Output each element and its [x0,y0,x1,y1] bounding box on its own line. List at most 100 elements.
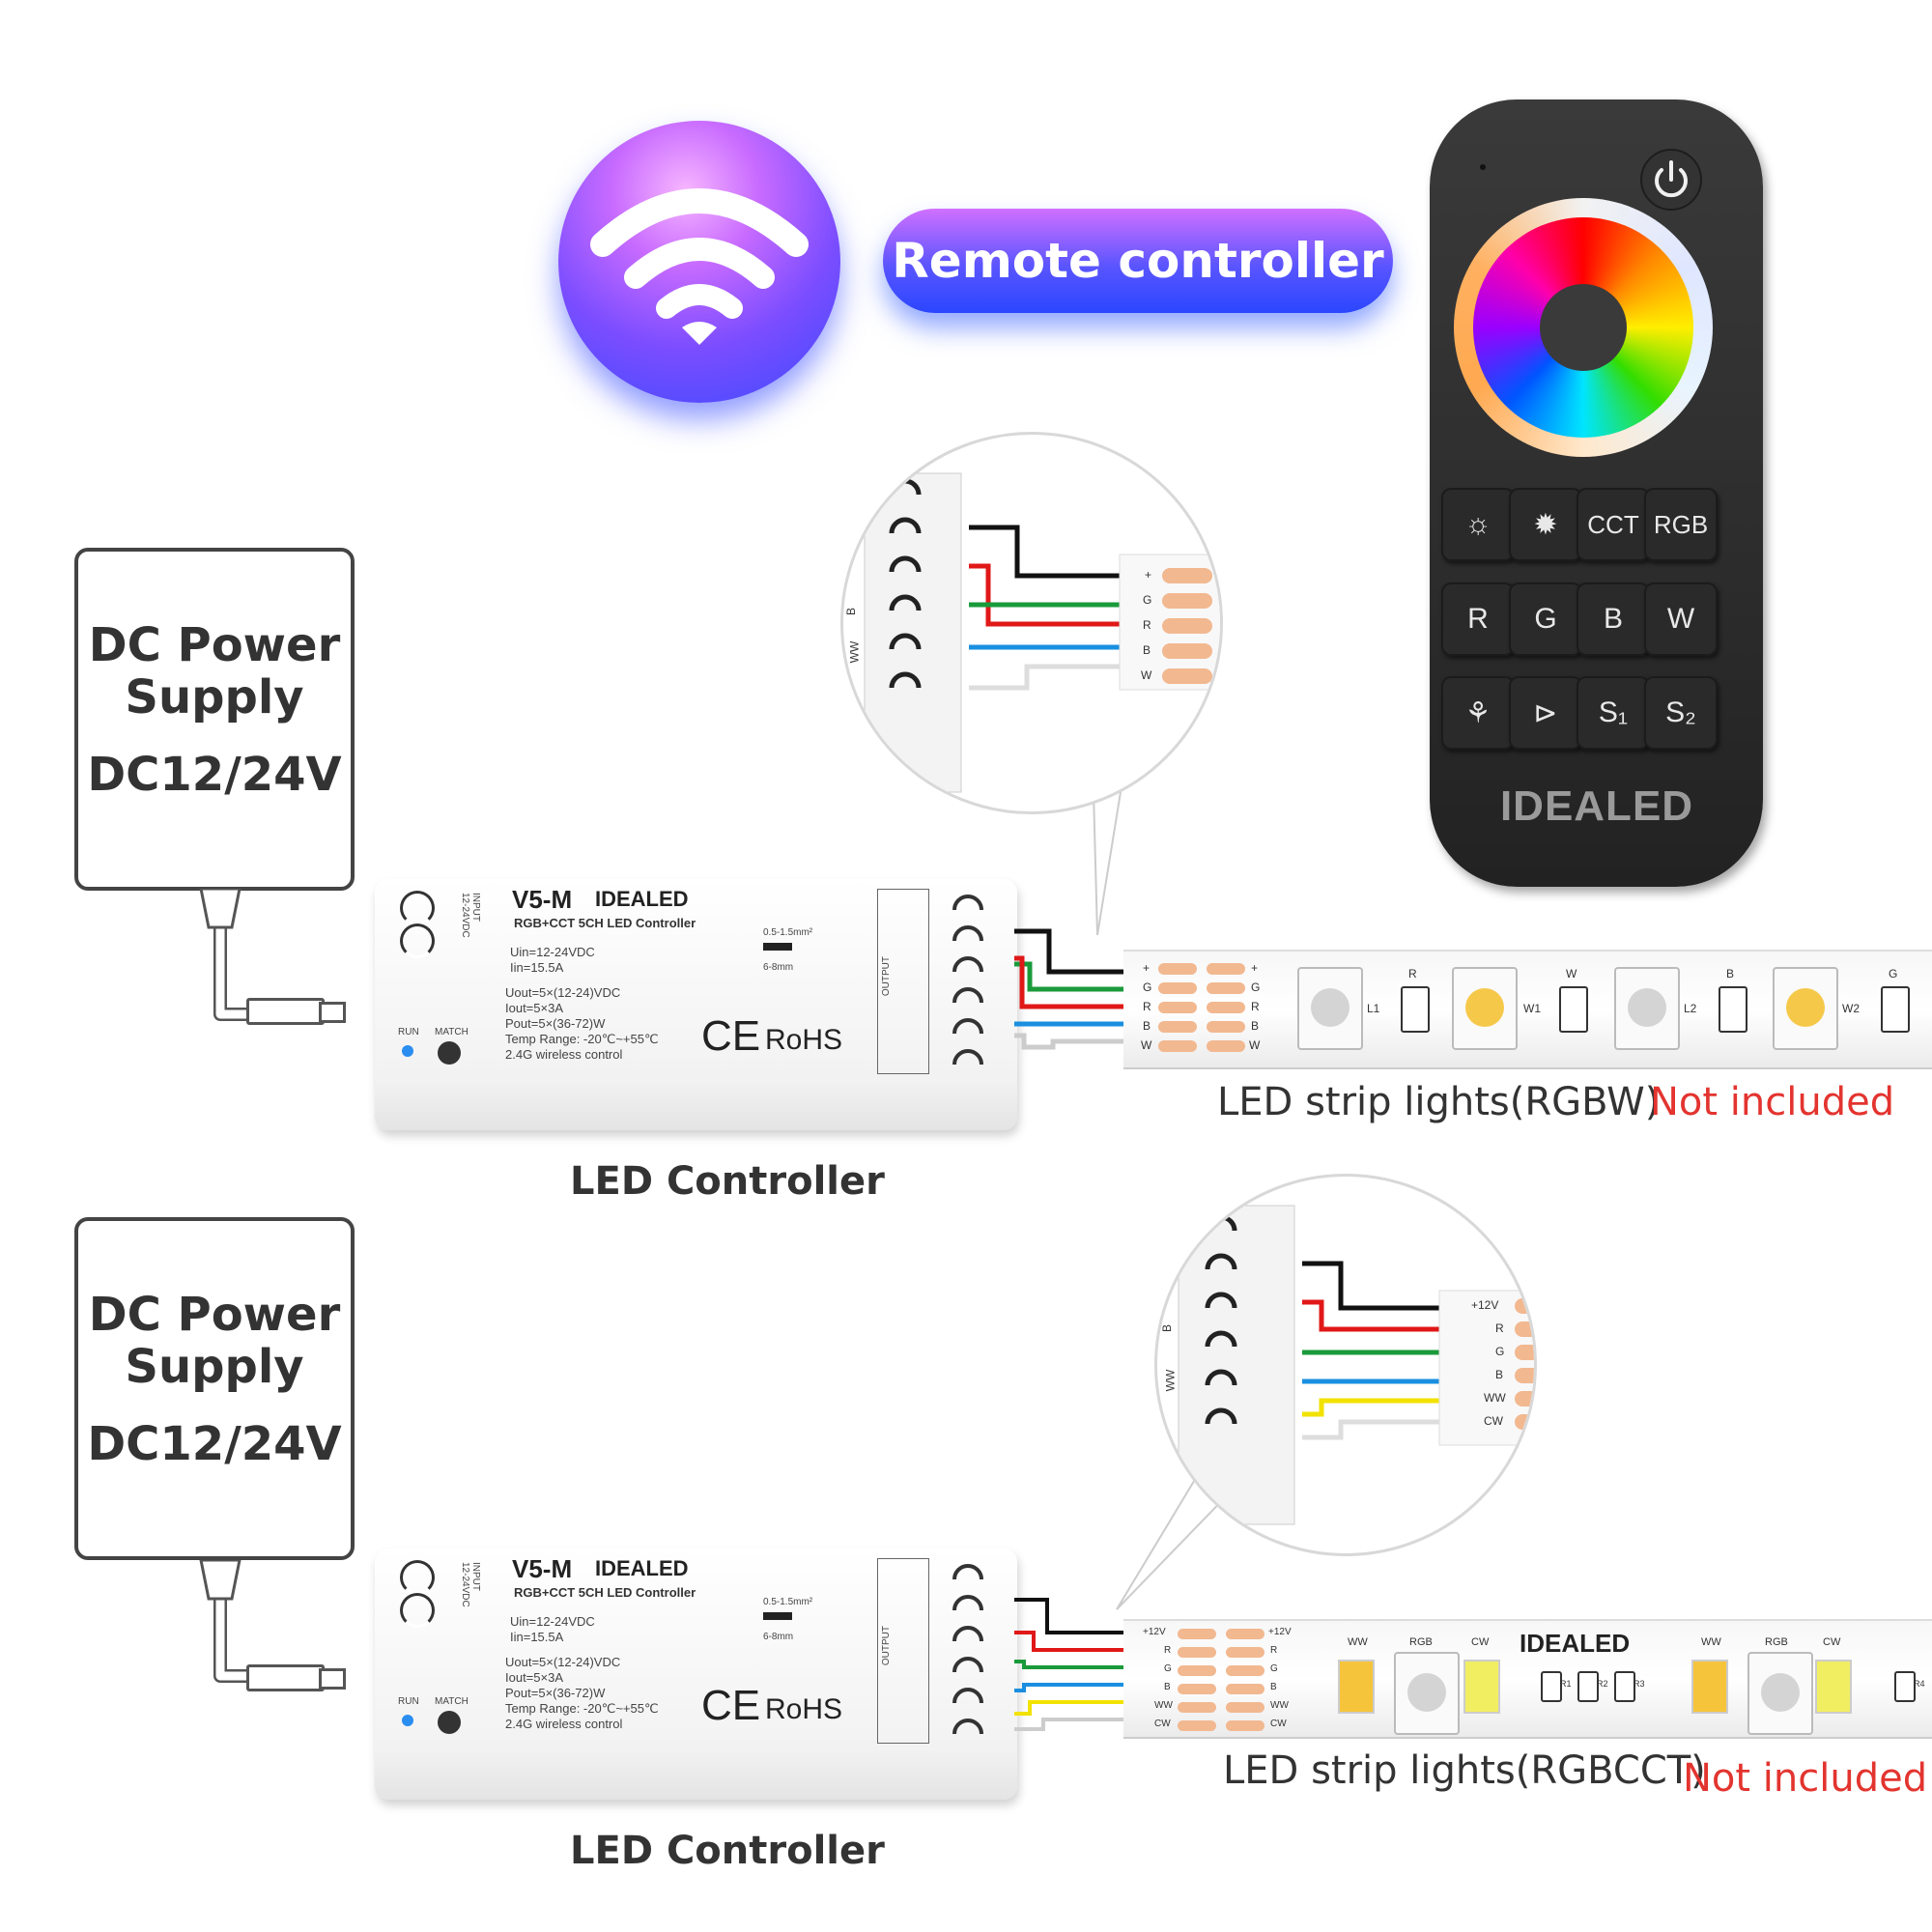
led-strip-rgbcct: +12V R G B WW CW +12V R G B WW CW WW RGB… [1123,1619,1932,1739]
strip-pad-label: CW [1154,1719,1171,1729]
zoom-2-side-label: WW [1163,1369,1178,1392]
zoom-2-label: R [1495,1321,1504,1335]
ce-mark: CE [701,1012,761,1060]
strip-pad-label: CW [1270,1719,1287,1729]
rgb-led-chip [1747,1652,1813,1735]
zoom-1-side-label: B [844,607,859,616]
brightness-up-button[interactable]: ✹ [1509,488,1582,561]
resistor [1577,1671,1599,1702]
segment-label: R [1408,967,1417,980]
strip-pad-label: B [1251,1019,1260,1033]
segment-label: R1 [1560,1679,1572,1689]
psu-voltage: DC12/24V [87,1417,342,1471]
brightness-down-button[interactable]: ☼ [1441,488,1515,561]
g-button[interactable]: G [1509,582,1582,656]
segment-label: B [1726,967,1735,980]
strip-pad [1207,1040,1245,1052]
strip-pad-label: WW [1154,1700,1173,1711]
strip-pad-label: B [1164,1682,1171,1692]
segment-label: WW [1348,1636,1368,1648]
led-core [1465,988,1504,1027]
resistor [1559,986,1588,1033]
mode-button[interactable]: ⚘ [1441,676,1515,750]
run-indicator [402,1045,413,1057]
ww-led-chip [1338,1660,1375,1714]
wire-strip-icon [763,1612,792,1620]
segment-label: W1 [1523,1002,1541,1015]
input-terminal [400,923,435,958]
strip-pad [1207,982,1245,994]
controller-output-spec: Uout=5×(12-24)VDC Iout=5×3A Pout=5×(36-7… [505,1655,659,1731]
strip-pad-label: +12V [1268,1627,1292,1637]
strip-pad-label: G [1270,1663,1278,1674]
segment-label: G [1889,967,1898,980]
dc-plug-2-tip [319,1668,346,1690]
match-label: MATCH [435,1696,469,1707]
match-button[interactable] [438,1711,461,1734]
input-terminal [400,891,435,925]
rgb-button[interactable]: RGB [1644,488,1718,561]
strip-pad [1207,1002,1245,1013]
strip-pad [1178,1629,1216,1639]
psu-title-line1: DC Power [88,1288,341,1342]
strip-pad [1207,963,1245,975]
strip-caption-rgbcct: LED strip lights(RGBCCT) [1223,1748,1706,1793]
controller-input-spec: Uin=12-24VDC Iin=15.5A [510,1614,595,1644]
input-terminal [400,1593,435,1628]
zoom-detail-2: +12V R G B WW CW G B WW [1154,1174,1537,1556]
psu-title-line2: Supply [125,1340,304,1394]
led-controller-1: INPUT 12-24VDC RUN MATCH V5-M IDEALED RG… [375,879,1017,1130]
strip-pad [1178,1720,1216,1731]
s1-button[interactable]: S₁ [1577,676,1650,750]
wire-gauge: 0.5-1.5mm² [763,927,813,938]
resistor [1894,1671,1916,1702]
zoom-1-label: B [1143,643,1151,657]
strip-pad-label: + [1251,961,1259,975]
psu-title-line1: DC Power [88,618,341,672]
output-label-panel [877,889,929,1074]
segment-label: R3 [1634,1679,1645,1689]
strip-pad [1226,1684,1264,1694]
psu-title-line2: Supply [125,670,304,724]
power-button[interactable] [1640,149,1702,211]
r-button[interactable]: R [1441,582,1515,656]
b-button[interactable]: B [1577,582,1650,656]
strip-pad-label: R [1270,1645,1278,1656]
dc-plug-1 [246,998,325,1025]
run-indicator [402,1715,413,1726]
controller-caption-1: LED Controller [570,1159,885,1204]
strip-pad [1158,1021,1197,1033]
strip-caption-rgbw: LED strip lights(RGBW) [1217,1080,1661,1124]
zoom-2-label: +12V [1471,1298,1499,1312]
cct-button[interactable]: CCT [1577,488,1650,561]
zoom-2-side-label: B [1160,1323,1175,1333]
segment-label: W2 [1842,1002,1860,1015]
strip-pad [1226,1665,1264,1676]
rohs-mark: RoHS [765,1024,843,1056]
match-button[interactable] [438,1041,461,1065]
play-button[interactable]: ⊳ [1509,676,1582,750]
resistor [1614,1671,1635,1702]
strip-pad [1178,1665,1216,1676]
strip-pad-label: G [1143,980,1152,994]
segment-label: R4 [1914,1679,1925,1689]
resistor [1719,986,1747,1033]
s2-button[interactable]: S₂ [1644,676,1718,750]
strip-pad [1226,1702,1264,1713]
controller-model: V5-M [512,1554,573,1583]
strip-pad-label: + [1143,961,1151,975]
w-button[interactable]: W [1644,582,1718,656]
strip-pad [1178,1702,1216,1713]
dc-power-supply-1: DC Power Supply DC12/24V [74,548,355,891]
led-core [1761,1673,1800,1712]
zoom-detail-1: + G R B W B WW [840,432,1223,814]
strip-pad [1226,1720,1264,1731]
strip-pad-label: W [1249,1038,1261,1052]
segment-label: CW [1823,1636,1841,1648]
strip-pad-label: +12V [1143,1627,1166,1637]
controller-output-spec: Uout=5×(12-24)VDC Iout=5×3A Pout=5×(36-7… [505,985,659,1062]
cw-led-chip [1463,1660,1500,1714]
controller-2-output-terminals [952,1564,983,1735]
zoom-2-label: B [1495,1368,1504,1381]
zoom-2-label: CW [1484,1414,1503,1428]
